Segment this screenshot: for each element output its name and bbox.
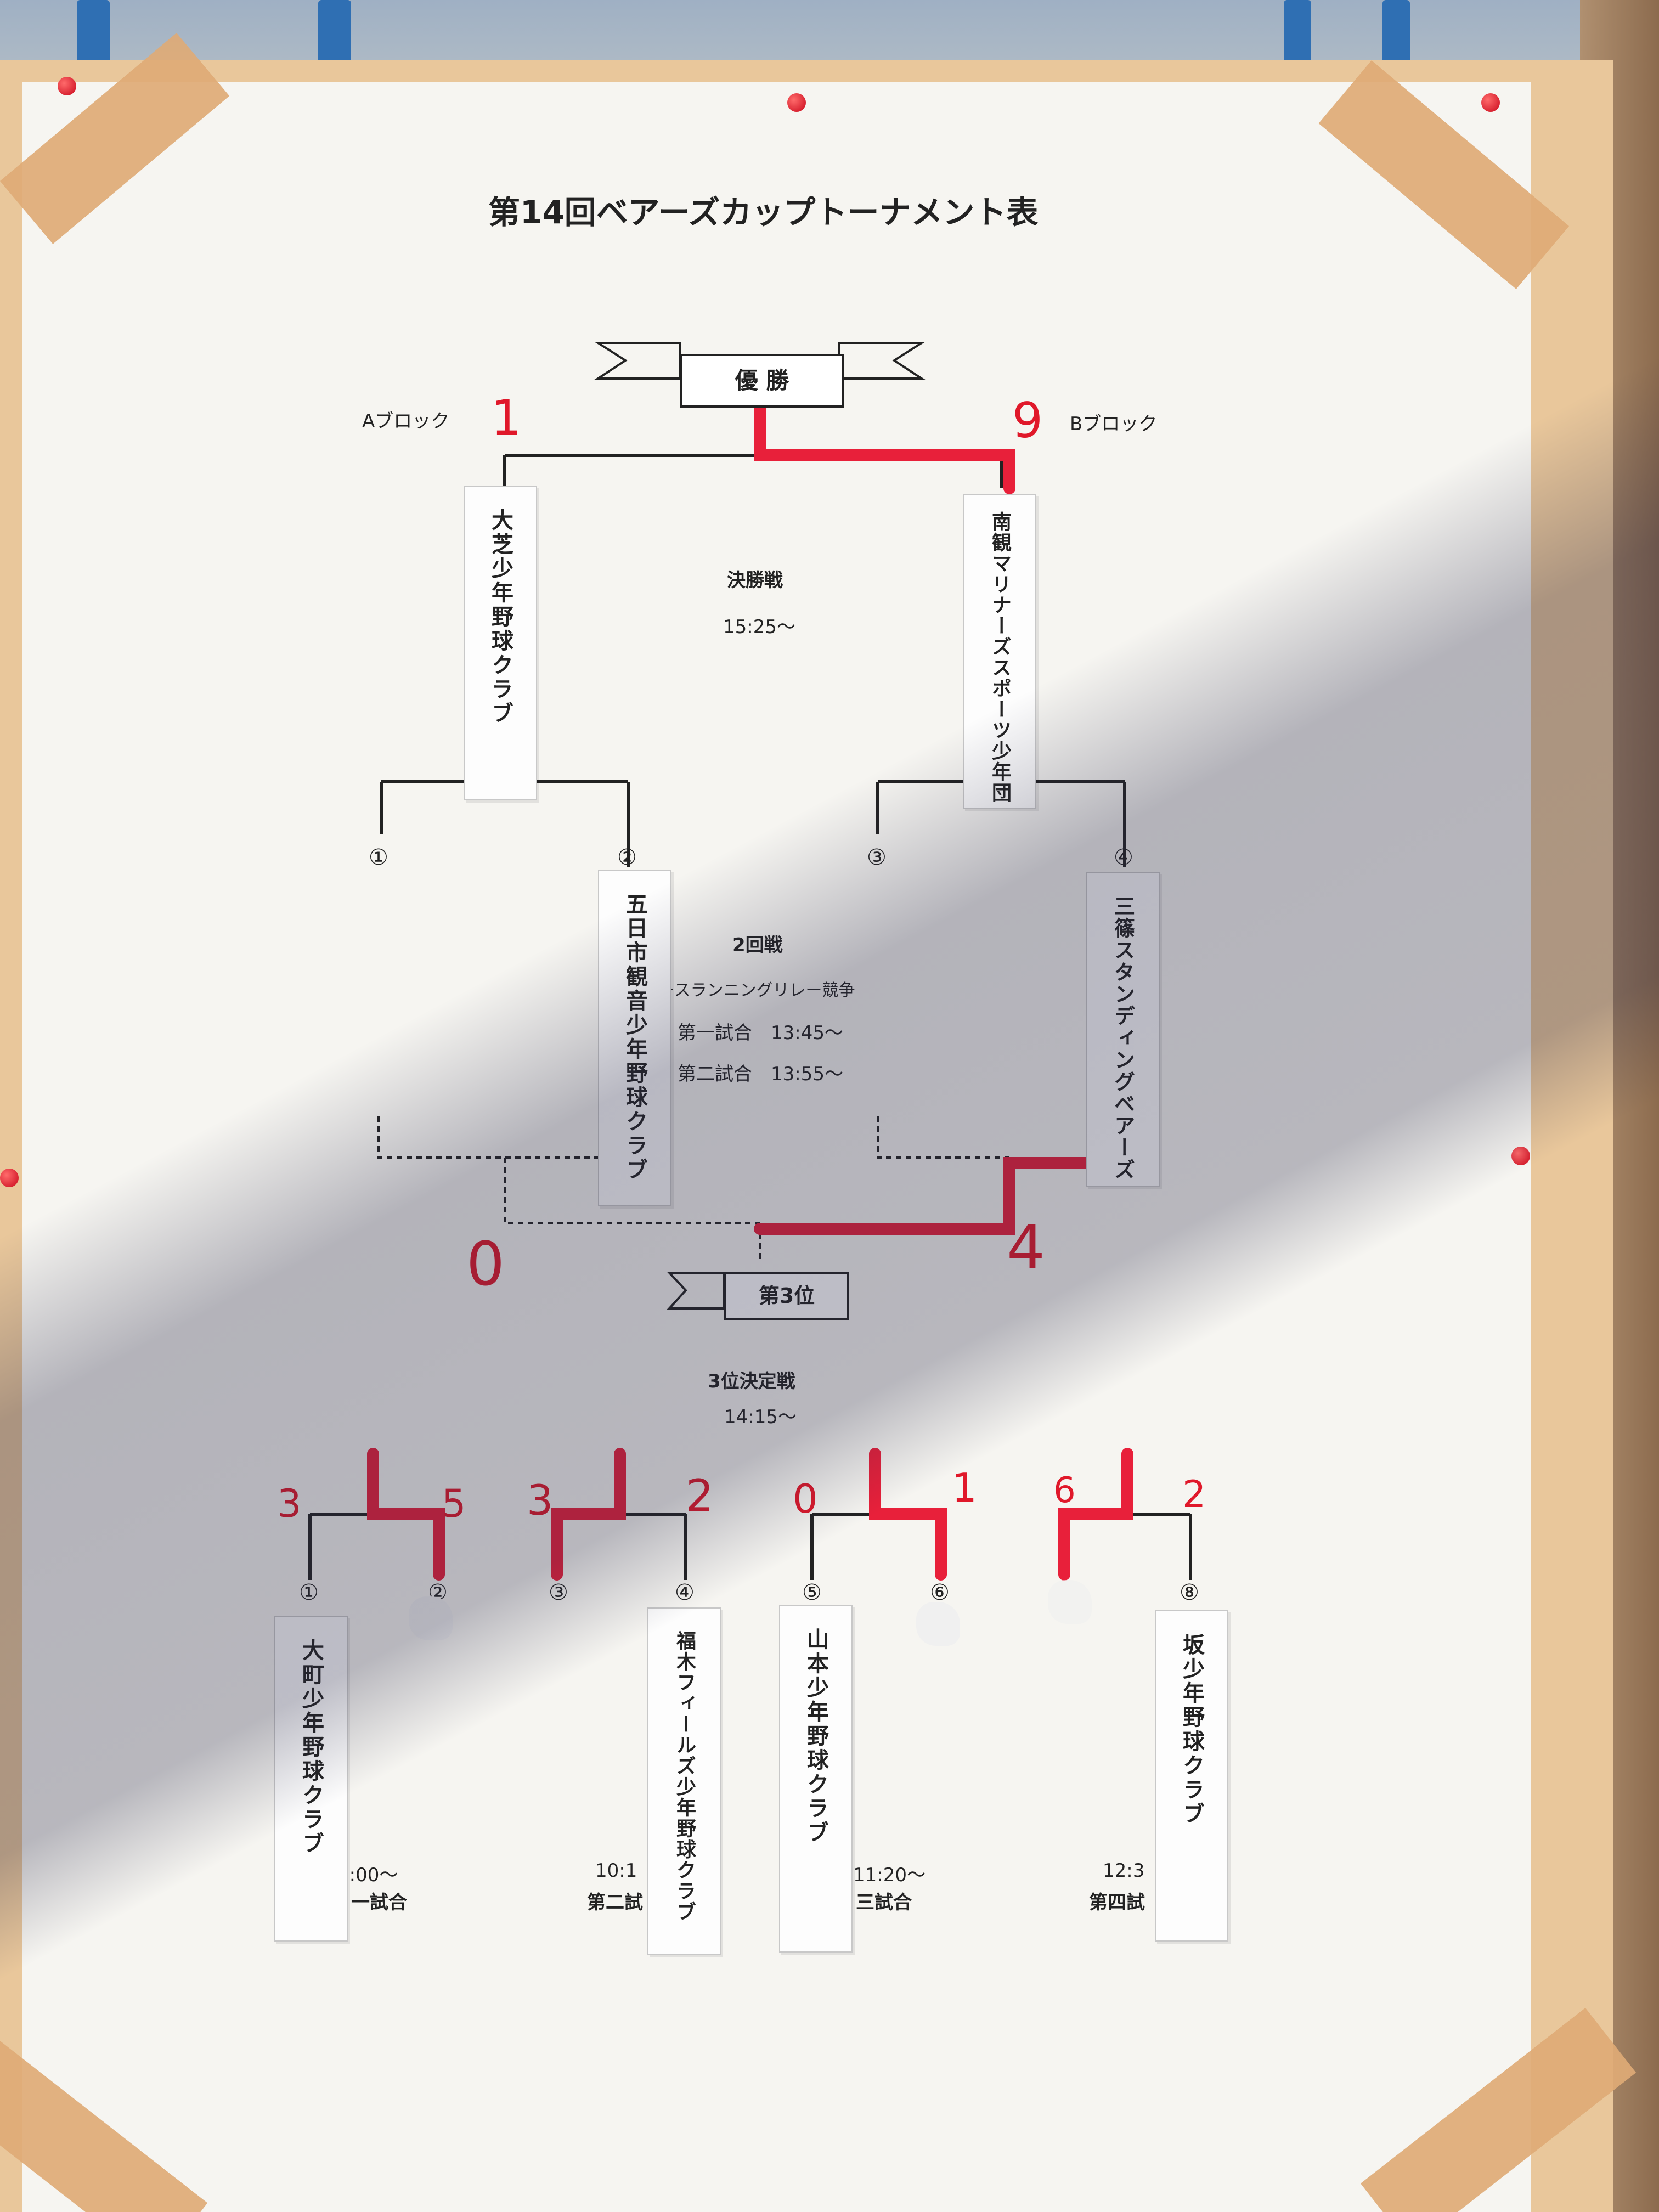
game-label: 第二試 bbox=[587, 1887, 643, 1914]
second-round-label: 2回戦 bbox=[732, 930, 783, 957]
team-name: 大芝少年野球クラブ bbox=[484, 487, 516, 799]
team-card: 坂少年野球クラブ bbox=[1155, 1610, 1228, 1942]
score-game2-right: 2 bbox=[686, 1470, 714, 1521]
team-card: 福木フィールズ少年野球クラブ bbox=[647, 1607, 721, 1955]
slot-number: ① bbox=[369, 845, 388, 870]
final-time: 15:25〜 bbox=[723, 612, 795, 639]
final-label: 決勝戦 bbox=[727, 565, 783, 592]
score-game3-left: 0 bbox=[793, 1476, 818, 1522]
team-card: 山本少年野球クラブ bbox=[779, 1605, 853, 1953]
score-game1-right: 5 bbox=[442, 1481, 466, 1526]
slot-number: ⑤ bbox=[802, 1580, 822, 1605]
team-card: 大町少年野球クラブ bbox=[274, 1616, 348, 1942]
third-place-time: 14:15〜 bbox=[724, 1402, 797, 1429]
score-game2-left: 3 bbox=[527, 1476, 553, 1525]
team-name: 大町少年野球クラブ bbox=[295, 1617, 327, 1940]
block-b-label: Bブロック bbox=[1070, 409, 1157, 436]
team-card: 南観マリナーズスポーツ少年団 bbox=[963, 494, 1036, 809]
game-label: 一試合 bbox=[351, 1887, 407, 1914]
game-time: 12:3 bbox=[1103, 1860, 1144, 1882]
slot-number: ① bbox=[299, 1580, 319, 1605]
score-game3-right: 1 bbox=[952, 1465, 977, 1511]
team-card: 大芝少年野球クラブ bbox=[464, 486, 537, 800]
score-game4-right: 2 bbox=[1182, 1473, 1206, 1516]
score-game1-left: 3 bbox=[277, 1481, 302, 1526]
third-place-label: 3位決定戦 bbox=[708, 1366, 795, 1393]
page-title: 第14回ベアーズカップトーナメント表 bbox=[488, 187, 1038, 233]
team-name: 南観マリナーズスポーツ少年団 bbox=[985, 495, 1014, 808]
score-third-a: 0 bbox=[466, 1229, 505, 1299]
third-place-banner: 第3位 bbox=[724, 1272, 849, 1320]
slot-number: ⑧ bbox=[1180, 1580, 1199, 1605]
second-round-event: ベースランニングリレー競争 bbox=[642, 977, 855, 1001]
champion-banner: 優 勝 bbox=[680, 354, 844, 408]
tape-scrap bbox=[916, 1602, 960, 1646]
slot-number: ② bbox=[617, 845, 637, 870]
team-card: 五日市観音少年野球クラブ bbox=[598, 870, 672, 1206]
slot-number: ④ bbox=[675, 1580, 695, 1605]
team-name: 五日市観音少年野球クラブ bbox=[619, 871, 651, 1205]
score-game4-left: 6 bbox=[1053, 1470, 1076, 1511]
block-a-label: Aブロック bbox=[362, 406, 449, 433]
tape-scrap bbox=[1048, 1580, 1092, 1624]
team-name: 福木フィールズ少年野球クラブ bbox=[670, 1609, 698, 1954]
slot-number: ③ bbox=[867, 845, 887, 870]
game-label: 第四試 bbox=[1089, 1887, 1145, 1914]
team-name: 坂少年野球クラブ bbox=[1176, 1611, 1207, 1940]
team-card: 三篠スタンディングベアーズ bbox=[1086, 872, 1160, 1187]
second-round-game2: 第二試合 13:55〜 bbox=[678, 1059, 843, 1086]
team-name: 山本少年野球クラブ bbox=[800, 1606, 832, 1951]
slot-number: ③ bbox=[549, 1580, 568, 1605]
score-final-a: 1 bbox=[491, 390, 522, 446]
score-third-b: 4 bbox=[1007, 1212, 1045, 1283]
tape-scrap bbox=[409, 1596, 453, 1640]
game-time: 10:1 bbox=[595, 1860, 637, 1882]
game-label: 三試合 bbox=[856, 1887, 912, 1914]
score-final-b: 9 bbox=[1012, 392, 1043, 449]
slot-number: ④ bbox=[1114, 845, 1133, 870]
game-time: 11:20〜 bbox=[853, 1860, 926, 1887]
second-round-game1: 第一試合 13:45〜 bbox=[678, 1018, 843, 1045]
team-name: 三篠スタンディングベアーズ bbox=[1108, 873, 1138, 1186]
